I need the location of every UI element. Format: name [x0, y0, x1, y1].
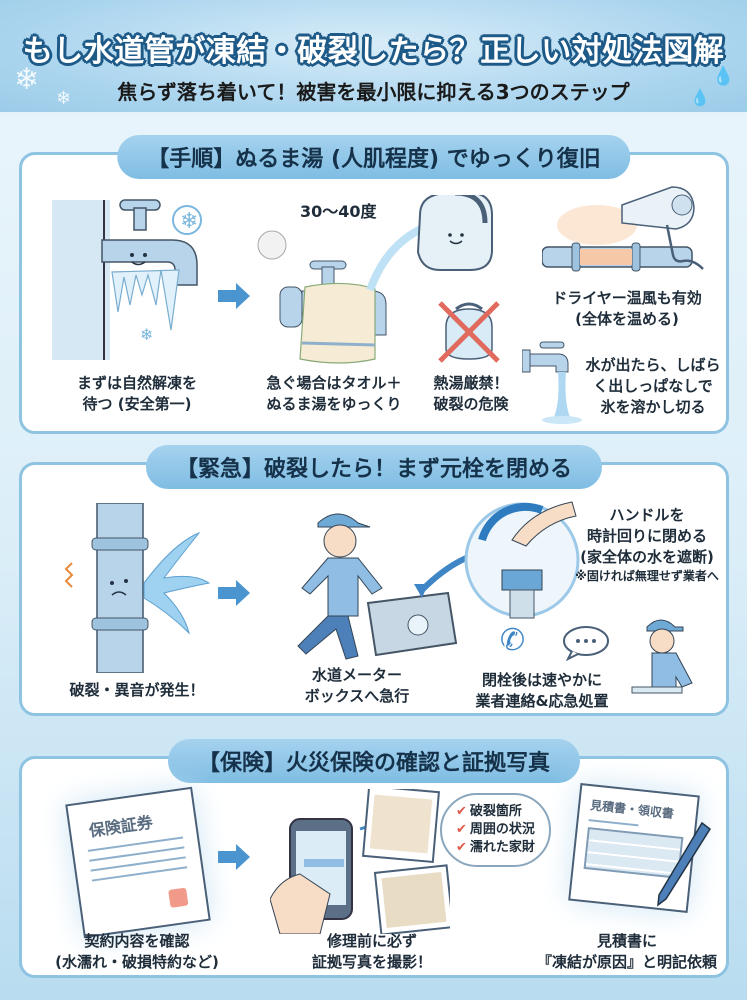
snowflake-icon: ❄	[14, 62, 40, 97]
photo-checklist-bubble: ✔破裂箇所 ✔周囲の状況 ✔濡れた家財	[440, 793, 551, 867]
section-title: 【手順】ぬるま湯 (人肌程度) でゆっくり復旧	[117, 135, 631, 179]
section-insurance: 【保険】火災保険の確認と証拠写真 保険証券 契約内容を確認 (水濡れ・破損特約な…	[19, 739, 729, 978]
page-subtitle: 焦らず落ち着いて！被害を最小限に抑える3つのステップ	[117, 80, 630, 104]
smartphone-photo-icon	[270, 789, 450, 934]
phone-icon: ✆	[500, 623, 526, 658]
arrow-right-icon	[218, 844, 250, 870]
section-title: 【保険】火災保険の確認と証拠写真	[167, 739, 581, 783]
step-caption: 見積書に 『凍結が原因』と明記依頼	[536, 932, 717, 971]
checklist-item: ✔濡れた家財	[456, 840, 535, 855]
towel-faucet-kettle-icon	[257, 195, 493, 364]
no-boiling-kettle-icon	[438, 301, 500, 363]
checklist-item: ✔周囲の状況	[456, 822, 535, 837]
insurance-document-icon: 保険証券	[65, 786, 211, 939]
page-title: もし水道管が凍結・破裂したら？正しい対処法図解	[22, 34, 725, 69]
hair-dryer-pipe-icon	[542, 186, 704, 272]
water-drop-icon: 💧	[712, 66, 735, 87]
burst-pipe-icon	[64, 503, 211, 673]
svg-text:❄: ❄	[140, 325, 153, 344]
arrow-right-icon	[218, 283, 250, 309]
check-icon: ✔	[456, 840, 467, 855]
step-caption: ハンドルを 時計回りに閉める (家全体の水を遮断) ※固ければ無理せず業者へ	[562, 505, 732, 584]
warning-caption: 熱湯厳禁！ 破裂の危険	[433, 374, 509, 413]
step-caption: 閉栓後は速やかに 業者連絡&応急処置	[475, 671, 609, 710]
arrow-right-icon	[218, 580, 250, 606]
step-caption: 水道メーター ボックスへ急行	[304, 666, 410, 705]
svg-text:❄: ❄	[180, 209, 198, 234]
section-title: 【緊急】破裂したら！まず元栓を閉める	[145, 445, 603, 489]
check-icon: ✔	[456, 822, 467, 837]
snowflake-icon: ❄	[56, 88, 72, 109]
running-faucet-icon	[522, 341, 582, 424]
valve-handle-icon	[414, 501, 580, 619]
header-banner: ❄ ❄ 💧 💧 もし水道管が凍結・破裂したら？正しい対処法図解 焦らず落ち着いて…	[0, 0, 747, 112]
step-caption: 破裂・異音が発生！	[69, 681, 205, 699]
check-icon: ✔	[456, 804, 467, 819]
frozen-faucet-icon: ❄ ❄	[52, 199, 202, 360]
step-caption: 修理前に必ず 証拠写真を撮影！	[311, 932, 432, 971]
temperature-label: 30〜40度	[300, 202, 377, 221]
section-procedure: 【手順】ぬるま湯 (人肌程度) でゆっくり復旧 ❄ ❄ まずは自然解凍を 待つ …	[19, 135, 729, 434]
step-caption: 急ぐ場合はタオル＋ ぬるま湯をゆっくり	[266, 374, 402, 413]
step-caption: 契約内容を確認 (水濡れ・破損特約など)	[55, 932, 219, 971]
step-caption: 水が出たら、しばら く出しっぱなしで 氷を溶かし切る	[585, 356, 721, 416]
seal-stamp	[168, 887, 189, 908]
running-worker-meter-box-icon	[297, 513, 458, 660]
step-caption: ドライヤー温風も有効 (全体を温める)	[552, 289, 702, 328]
pen-icon	[657, 821, 712, 907]
speech-bubble-icon	[563, 626, 609, 661]
document-title: 保険証券	[87, 812, 154, 841]
step-caption: まずは自然解凍を 待つ (安全第一)	[76, 374, 197, 413]
water-drop-icon: 💧	[690, 88, 710, 107]
note-text: ※固ければ無理せず業者へ	[575, 569, 719, 583]
kneeling-worker-icon	[631, 619, 693, 694]
section-emergency: 【緊急】破裂したら！まず元栓を閉める 破裂・異音が発生！ 水道メーター ボックス…	[19, 445, 732, 716]
checklist-item: ✔破裂箇所	[456, 804, 522, 819]
